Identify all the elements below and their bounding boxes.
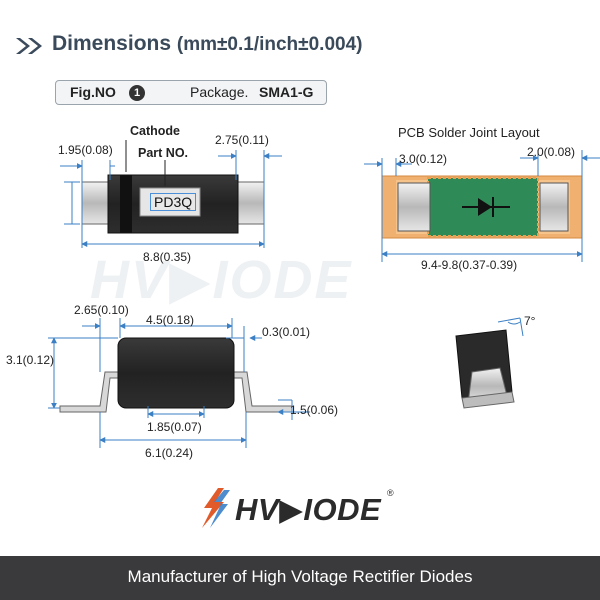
dim-side-height: 3.1(0.12) bbox=[6, 353, 55, 367]
dim-side-total: 6.1(0.24) bbox=[145, 446, 194, 460]
title-units: (mm±0.1/inch±0.004) bbox=[176, 34, 363, 55]
dim-pcb-left: 3.0(0.12) bbox=[399, 152, 448, 166]
angle-label: 7° bbox=[524, 314, 536, 328]
part-no-label: Part NO. bbox=[138, 146, 189, 160]
package-3d-view bbox=[455, 317, 524, 409]
dim-side-inner: 1.85(0.07) bbox=[147, 420, 202, 434]
brand-logo-text: HV▶IODE bbox=[235, 492, 382, 527]
package-value: SMA1-G bbox=[259, 84, 314, 100]
side-view-dimensions bbox=[48, 318, 310, 448]
dim-side-body: 4.5(0.18) bbox=[146, 313, 195, 327]
pcb-dimensions bbox=[364, 150, 600, 262]
pcb-layout bbox=[381, 175, 583, 239]
dim-top-total: 8.8(0.35) bbox=[143, 250, 192, 264]
page-title: Dimensions (mm±0.1/inch±0.004) bbox=[52, 32, 362, 56]
side-view-package bbox=[59, 337, 293, 413]
dimension-drawings bbox=[48, 140, 600, 528]
figure-label: Fig.NO bbox=[70, 84, 116, 100]
title-text: Dimensions bbox=[52, 32, 172, 55]
registered-mark: ® bbox=[387, 488, 394, 498]
footer-bar bbox=[0, 556, 600, 600]
dim-side-thick: 0.3(0.01) bbox=[262, 325, 311, 339]
watermark: HV▶IODE bbox=[90, 250, 353, 310]
dim-pcb-right: 2.0(0.08) bbox=[527, 145, 576, 159]
figure-info-box bbox=[55, 80, 327, 105]
cathode-label: Cathode bbox=[130, 124, 180, 138]
dim-top-left: 1.95(0.08) bbox=[58, 143, 113, 157]
dim-side-pad: 1.5(0.06) bbox=[290, 403, 339, 417]
figure-number-badge: 1 bbox=[129, 85, 145, 101]
dim-top-right: 2.75(0.11) bbox=[215, 133, 269, 147]
part-marking: PD3Q bbox=[150, 193, 197, 211]
package-label: Package. bbox=[190, 84, 249, 100]
brand-logo-mark bbox=[202, 488, 230, 528]
pcb-title: PCB Solder Joint Layout bbox=[398, 125, 540, 140]
double-chevron-icon bbox=[16, 38, 42, 54]
dim-pcb-total: 9.4-9.8(0.37-0.39) bbox=[421, 258, 518, 272]
top-view-dimensions bbox=[60, 140, 282, 248]
dim-side-lead: 2.65(0.10) bbox=[74, 303, 129, 317]
footer-text: Manufacturer of High Voltage Rectifier D… bbox=[127, 567, 473, 586]
